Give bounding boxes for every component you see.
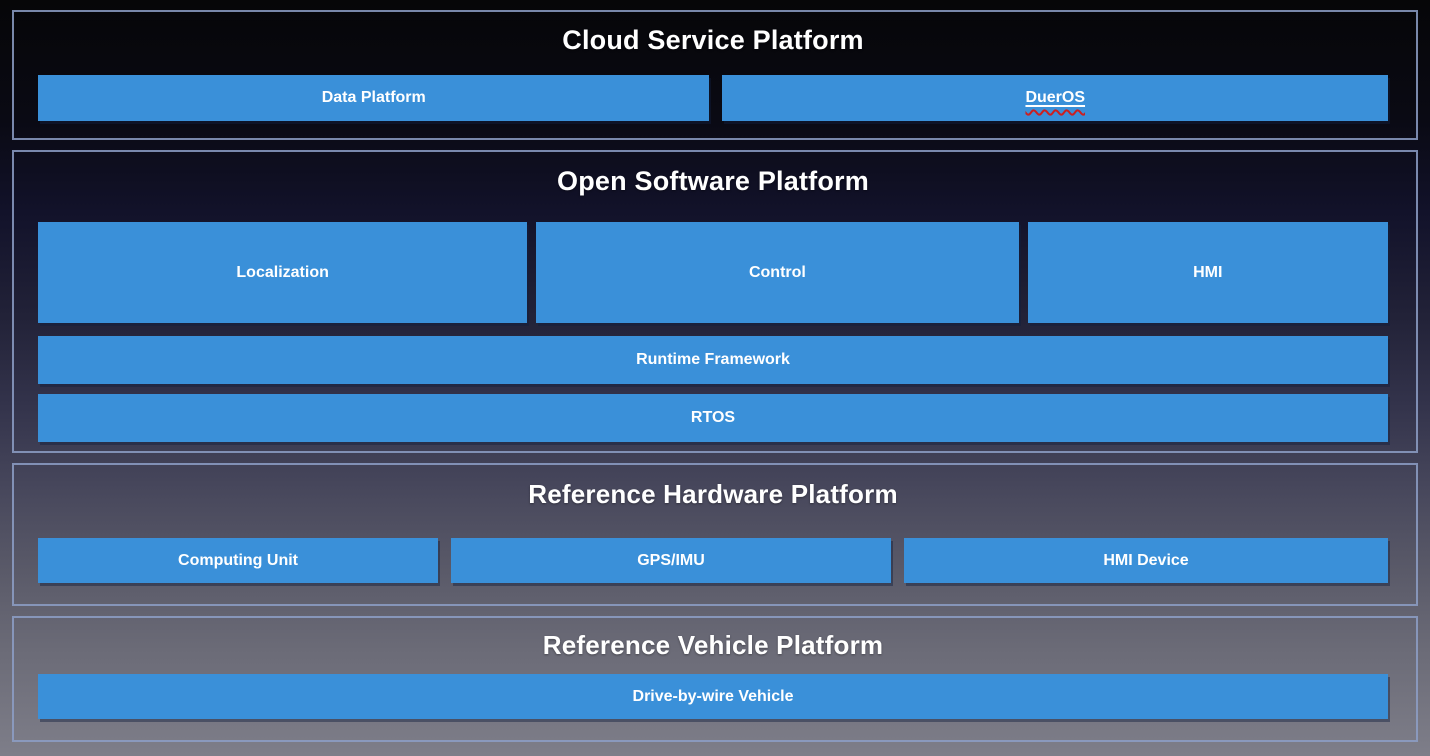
box-dueros-label: DuerOS — [1025, 89, 1086, 106]
box-hmi-device-label: HMI Device — [1103, 551, 1189, 569]
box-rtos-label: RTOS — [690, 409, 736, 426]
runtime-framework-row: Runtime Framework — [38, 336, 1388, 384]
box-computing-unit-label: Computing Unit — [178, 551, 298, 569]
box-drive-by-wire-vehicle: Drive-by-wire Vehicle — [38, 674, 1388, 719]
section-reference-hardware-platform: Reference Hardware Platform Computing Un… — [12, 463, 1418, 606]
box-runtime-framework: Runtime Framework — [38, 336, 1388, 384]
vehicle-boxes-row: Drive-by-wire Vehicle — [38, 674, 1388, 719]
rtos-row: RTOS — [38, 394, 1388, 442]
box-data-platform-label: Data Platform — [321, 89, 426, 106]
dueros-spellcheck-squiggle: DuerOS — [1025, 89, 1085, 107]
section-title-open-software-platform: Open Software Platform — [557, 166, 869, 196]
box-data-platform: Data Platform — [38, 75, 710, 121]
box-gps-imu: GPS/IMU — [451, 538, 891, 583]
hardware-boxes-row: Computing Unit GPS/IMU HMI Device — [38, 538, 1388, 583]
section-reference-vehicle-platform: Reference Vehicle Platform Drive-by-wire… — [12, 616, 1418, 742]
section-title-reference-vehicle-platform: Reference Vehicle Platform — [542, 630, 884, 660]
box-localization: Localization — [38, 222, 528, 323]
box-gps-imu-label: GPS/IMU — [637, 551, 705, 569]
box-hmi: HMI — [1027, 222, 1388, 323]
cloud-boxes-row: Data Platform DuerOS — [38, 75, 1388, 121]
box-hmi-device: HMI Device — [904, 538, 1388, 583]
box-dueros: DuerOS — [722, 75, 1388, 121]
section-title-reference-hardware-platform: Reference Hardware Platform — [528, 479, 898, 509]
box-rtos: RTOS — [38, 394, 1388, 442]
section-cloud-service-platform: Cloud Service Platform Data Platform Due… — [12, 10, 1418, 140]
section-open-software-platform: Open Software Platform Localization Cont… — [12, 150, 1418, 453]
box-control: Control — [536, 222, 1019, 323]
box-computing-unit: Computing Unit — [38, 538, 438, 583]
box-localization-label: Localization — [236, 263, 329, 281]
box-hmi-label: HMI — [1193, 263, 1223, 281]
software-modules-row: Localization Control HMI — [38, 222, 1388, 323]
box-control-label: Control — [748, 263, 806, 281]
section-title-cloud-service-platform: Cloud Service Platform — [562, 25, 864, 55]
box-runtime-framework-label: Runtime Framework — [636, 351, 790, 368]
box-drive-by-wire-vehicle-label: Drive-by-wire Vehicle — [632, 687, 794, 705]
